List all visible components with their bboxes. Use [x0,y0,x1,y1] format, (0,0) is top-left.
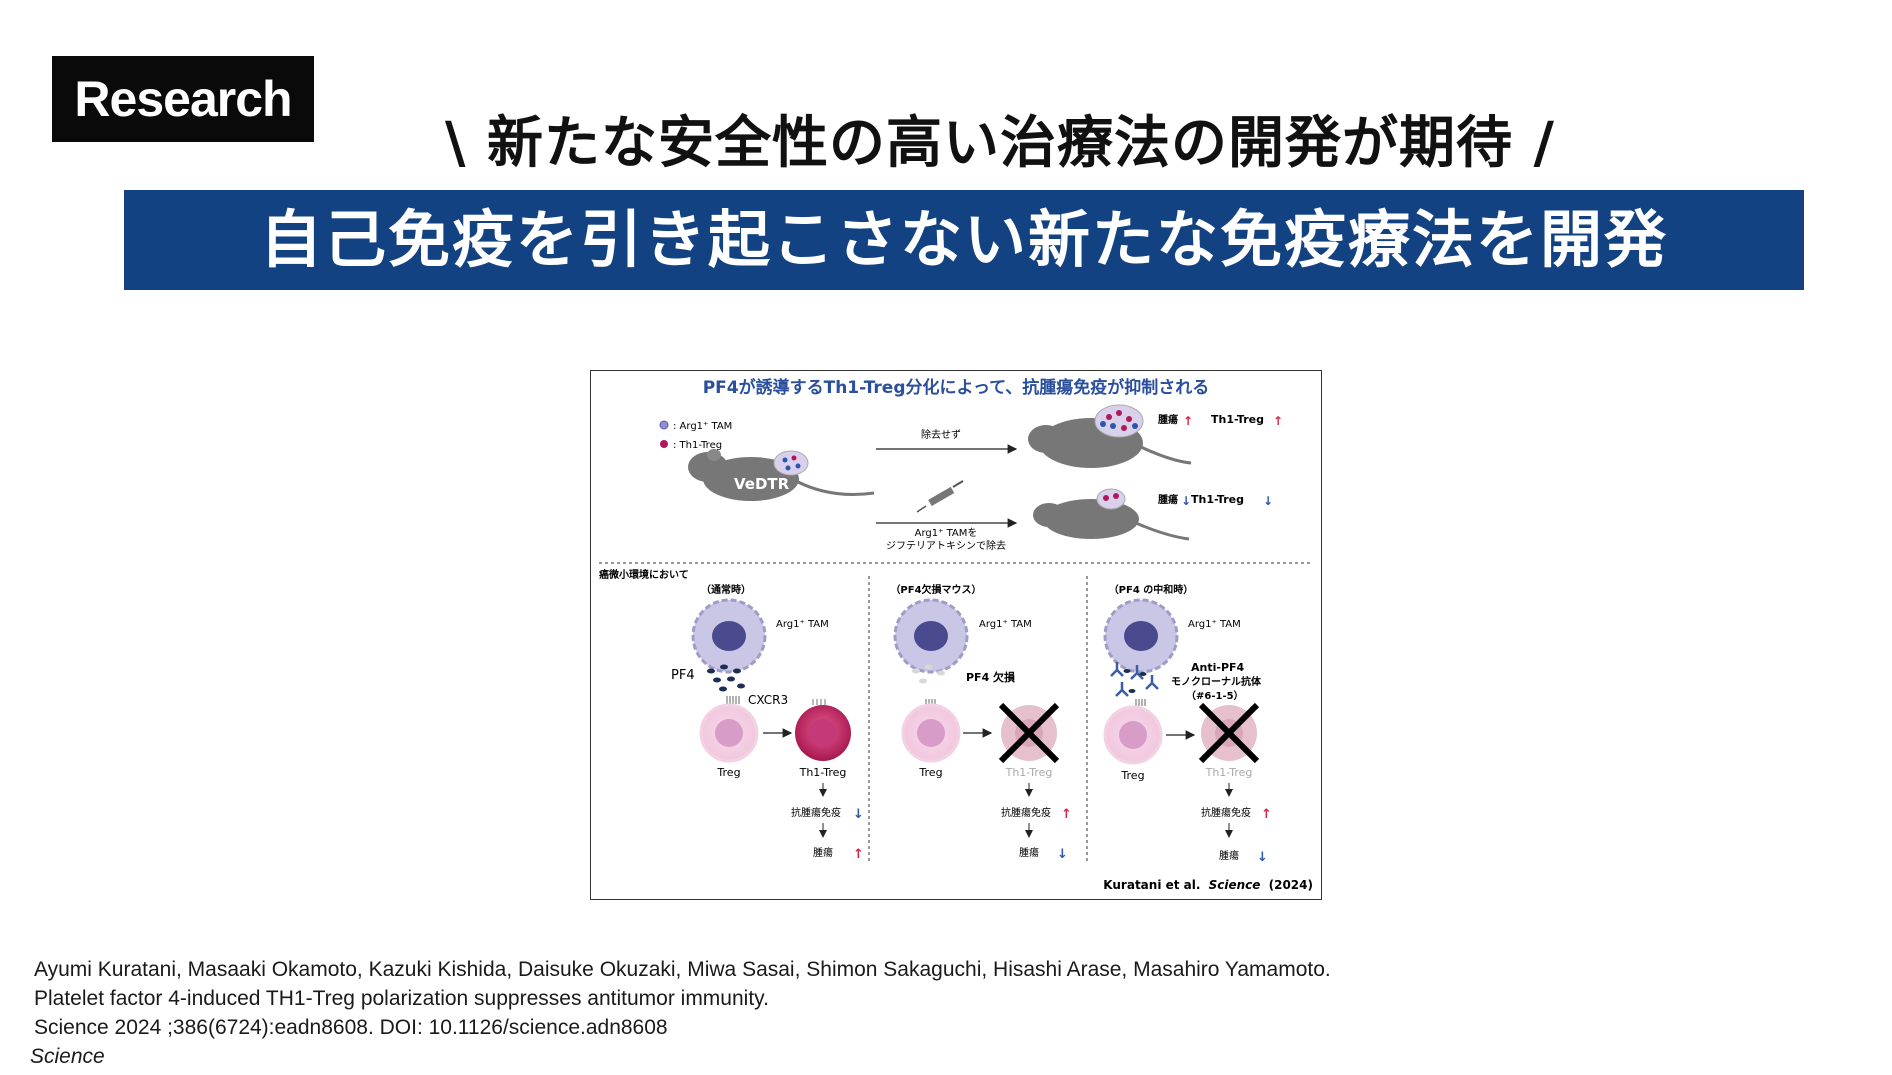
panel2-treg-label: Treg [918,766,942,779]
mouse-vedtr-icon [688,449,875,501]
arrow-removal-label-2: ジフテリアトキシンで除去 [886,539,1006,552]
down-arrow-icon: ↓ [1181,494,1191,508]
cxcr3-receptor-icon [726,696,740,704]
panel2-th1treg-label: Th1-Treg [1005,766,1053,779]
down-arrow-icon: ↓ [1263,494,1273,508]
up-arrow-icon: ↑ [853,847,864,862]
tam-cell-icon [1103,598,1179,674]
anti-pf4-label: Anti-PF4 [1191,661,1245,674]
section-label: 癌微小環境において [599,568,689,581]
treg-cell-icon [1103,705,1163,765]
cxcr3-label: CXCR3 [748,693,788,707]
research-figure: PF4が誘導するTh1-Treg分化によって、抗腫瘍免疫が抑制される : Arg… [590,370,1322,900]
treg-legend-icon [660,440,668,448]
down-arrow-icon: ↓ [853,807,864,822]
citation-block: Ayumi Kuratani, Masaaki Okamoto, Kazuki … [30,955,1331,1071]
up-arrow-icon: ↑ [1183,414,1193,428]
panel2-title: （PF4欠損マウス） [890,583,981,596]
title-banner: 自己免疫を引き起こさない新たな免疫療法を開発 [124,190,1804,290]
down-arrow-icon: ↓ [1057,847,1068,862]
citation-reference: Science 2024 ;386(6724):eadn8608. DOI: 1… [34,1016,668,1039]
panel2-tam-label: Arg1⁺ TAM [979,619,1032,630]
panel1-th1treg-label: Th1-Treg [799,766,847,779]
bottom-tumor-label: 腫瘍 [1158,493,1178,506]
antibody-icon [1110,662,1159,697]
subheading: \ 新たな安全性の高い治療法の開発が期待 / [445,111,1555,176]
panel3-title: （PF4 の中和時） [1109,583,1194,596]
citation-authors: Ayumi Kuratani, Masaaki Okamoto, Kazuki … [34,958,1331,981]
tam-legend-icon [659,420,669,430]
panel3-antitumor-label: 抗腫瘍免疫 [1201,806,1251,819]
legend-tam: : Arg1⁺ TAM [673,421,732,432]
citation-title: Platelet factor 4-induced TH1-Treg polar… [34,987,769,1010]
panel1-tumor-label: 腫瘍 [813,846,833,859]
up-arrow-icon: ↑ [1273,414,1283,428]
legend-treg: : Th1-Treg [673,440,722,451]
panel3-th1treg-label: Th1-Treg [1205,766,1253,779]
cxcr3-receptor-icon [925,699,936,706]
panel2-tumor-label: 腫瘍 [1019,846,1039,859]
th1-treg-cell-icon [795,699,851,761]
up-arrow-icon: ↑ [1261,807,1272,822]
panel1-antitumor-label: 抗腫瘍免疫 [791,806,841,819]
panel1-title: （通常時） [701,583,751,596]
down-arrow-icon: ↓ [1257,850,1268,865]
antibody-id-label: （#6-1-5） [1186,689,1244,702]
cxcr3-receptor-icon [1135,699,1146,706]
up-arrow-icon: ↑ [1061,807,1072,822]
citation-journal: Science [30,1045,105,1068]
panel3-treg-label: Treg [1120,769,1144,782]
top-treg-label: Th1-Treg [1211,413,1264,426]
blocked-th1-treg-icon [1198,702,1260,764]
figure-diagram: PF4が誘導するTh1-Treg分化によって、抗腫瘍免疫が抑制される : Arg… [599,377,1313,892]
credit-year: (2024) [1269,878,1313,892]
pf4-absent-particles-icon [912,664,945,684]
pf4-particles-icon [1123,669,1147,693]
arrow-no-removal-label: 除去せず [921,428,961,441]
panel1-tam-label: Arg1⁺ TAM [776,619,829,630]
credit-authors: Kuratani et al. [1103,878,1200,892]
tam-cell-icon [893,598,969,674]
top-tumor-label: 腫瘍 [1158,413,1178,426]
arrow-removal-label-1: Arg1⁺ TAMを [915,527,978,539]
pf4-particles-icon [707,664,745,692]
figure-title: PF4が誘導するTh1-Treg分化によって、抗腫瘍免疫が抑制される [703,377,1210,398]
panel1-treg-label: Treg [716,766,740,779]
research-badge: Research [52,56,314,142]
antibody-label: モノクローナル抗体 [1171,675,1262,688]
banner-title: 自己免疫を引き起こさない新たな免疫療法を開発 [259,203,1668,276]
panel2-antitumor-label: 抗腫瘍免疫 [1001,806,1051,819]
syringe-icon [916,480,964,513]
treg-cell-icon [699,703,759,763]
treg-cell-icon [901,703,961,763]
mouse-tumor-large-icon [1028,404,1192,468]
tam-cell-icon [691,598,767,674]
panel3-tumor-label: 腫瘍 [1219,849,1239,862]
bottom-treg-label: Th1-Treg [1191,493,1244,506]
pf4-deficient-label: PF4 欠損 [966,670,1016,684]
mouse-label: VeDTR [734,475,790,493]
credit-journal: Science [1209,878,1261,892]
panel3-tam-label: Arg1⁺ TAM [1188,619,1241,630]
pf4-label: PF4 [671,668,695,683]
figure-credit: Kuratani et al. Science (2024) [1103,878,1313,892]
mouse-tumor-small-icon [1033,488,1190,541]
blocked-th1-treg-icon [998,702,1060,764]
